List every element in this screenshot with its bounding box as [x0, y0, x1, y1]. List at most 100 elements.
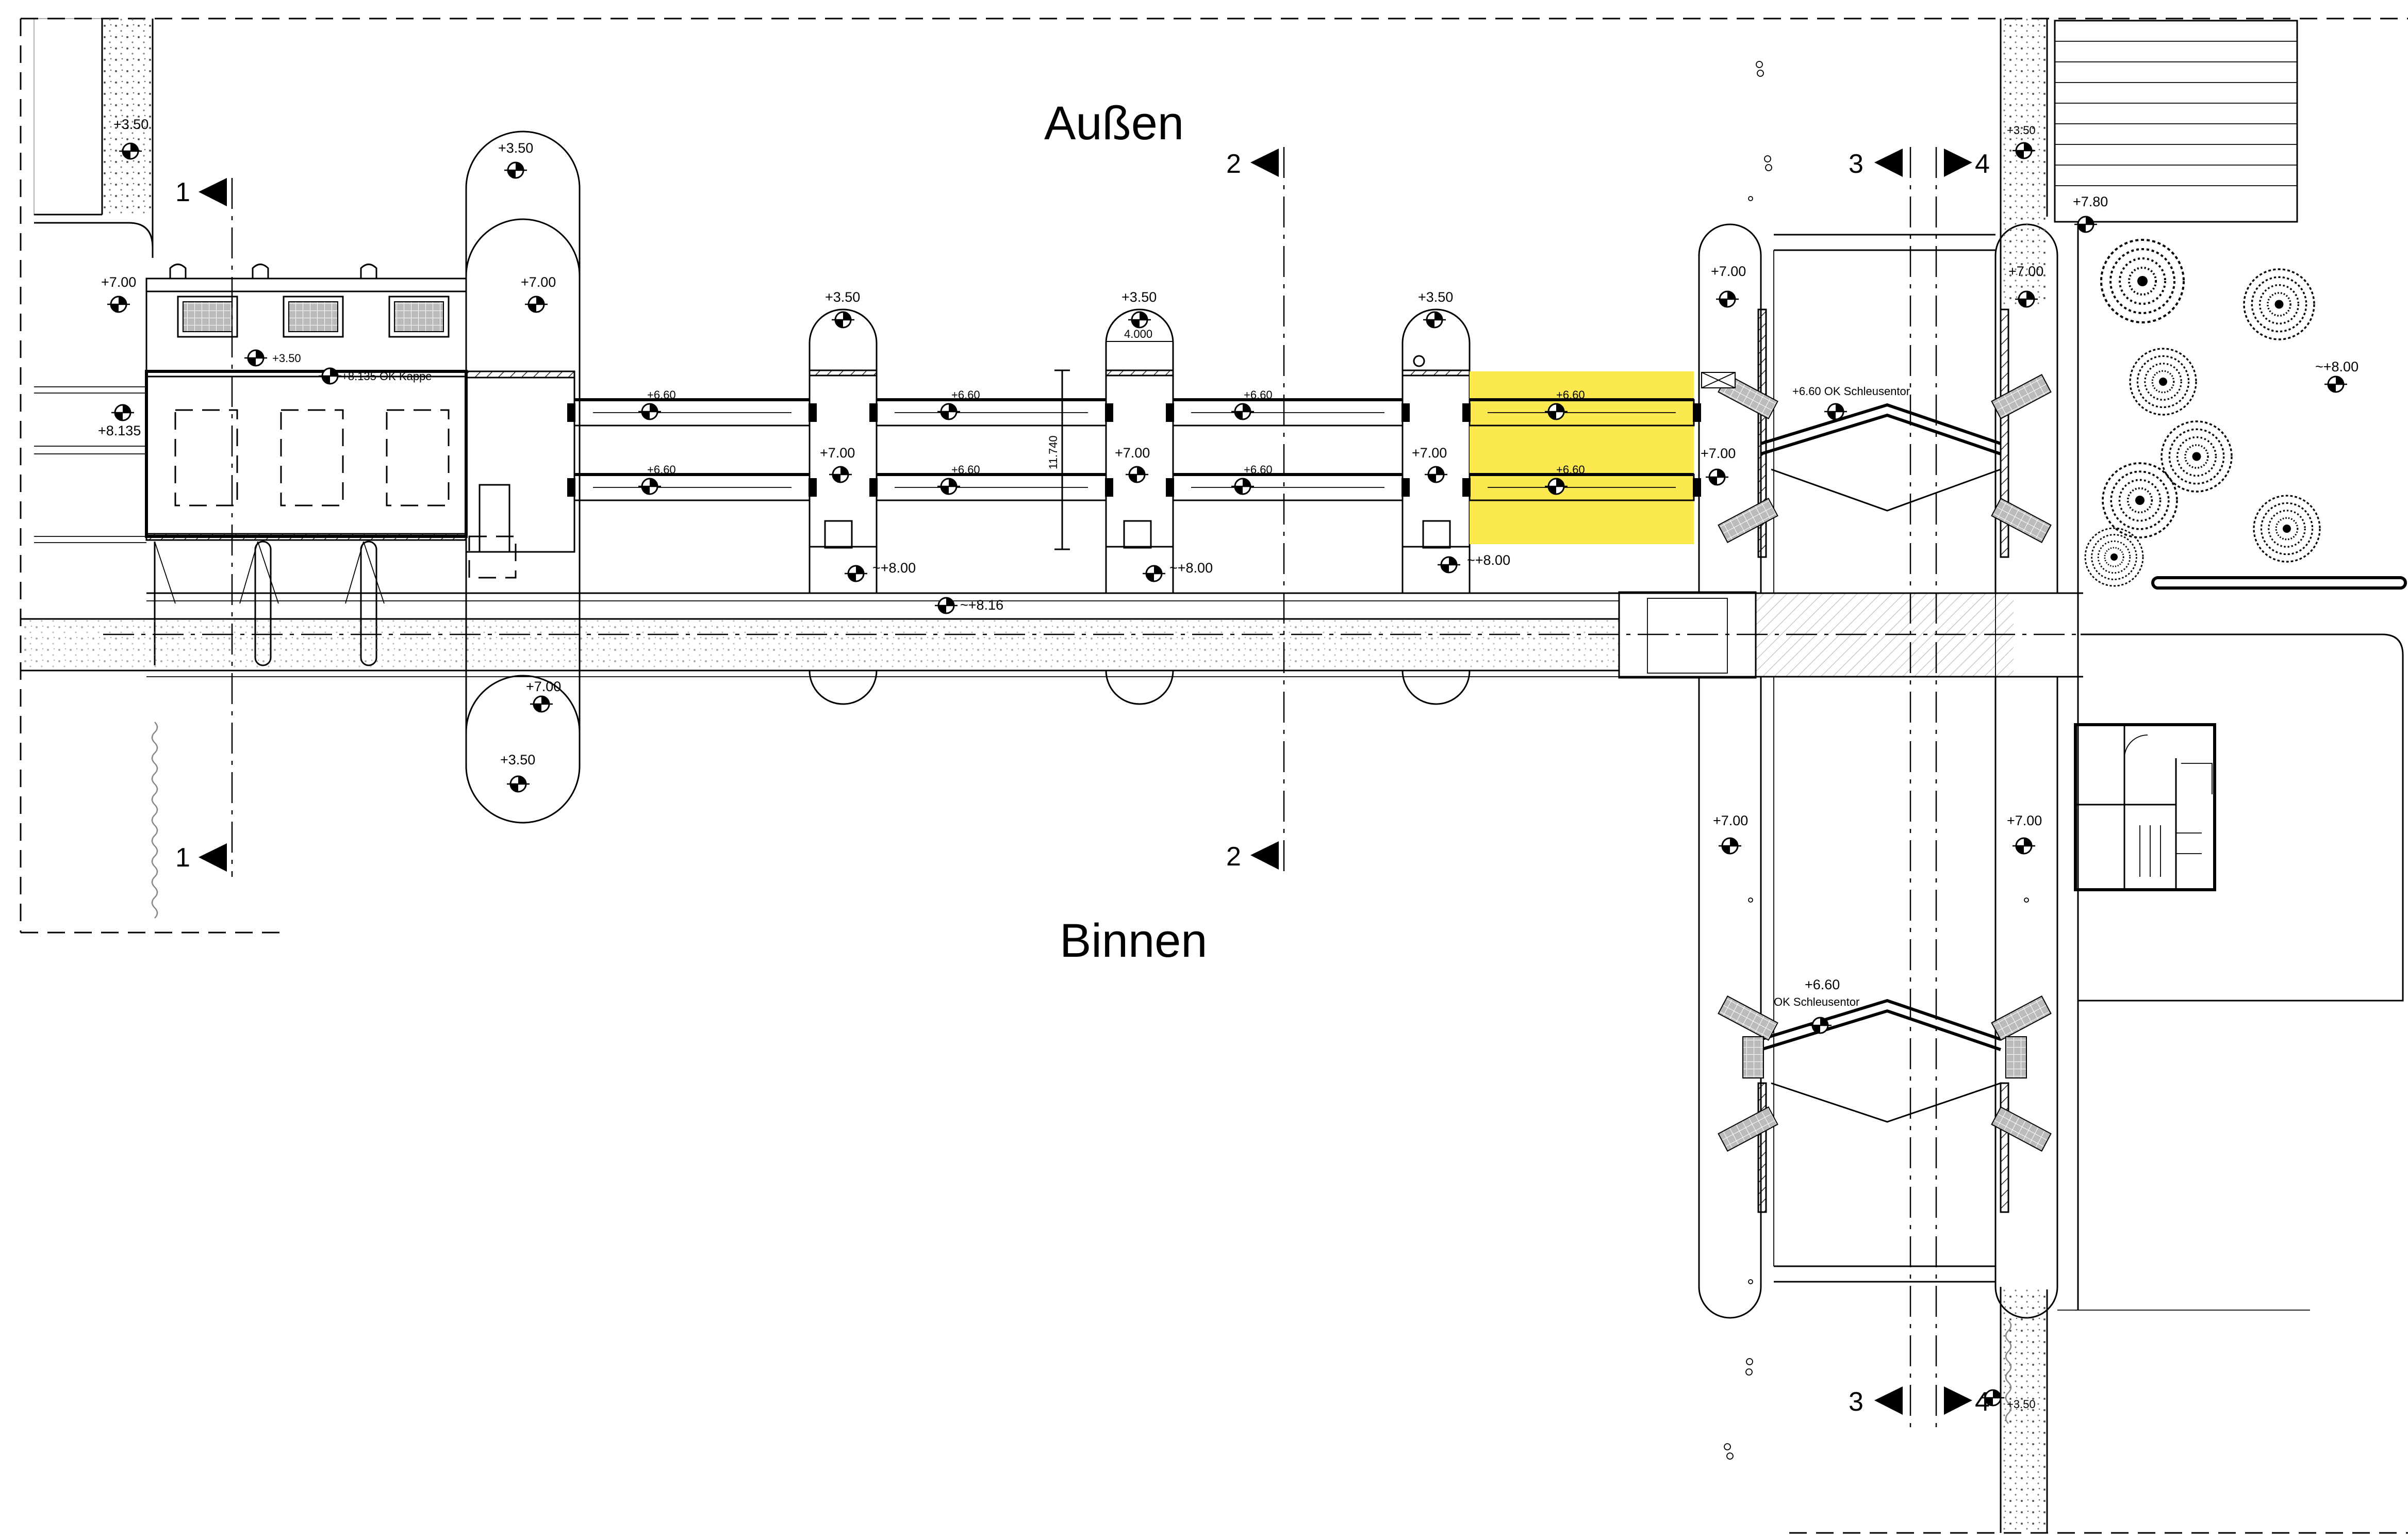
svg-text:~+8.00: ~+8.00 [2315, 359, 2358, 374]
svg-text:+6.60: +6.60 [951, 463, 980, 476]
svg-text:+7.00: +7.00 [526, 679, 561, 694]
inside-label: Binnen [1060, 914, 1207, 967]
right-building [2074, 723, 2216, 891]
svg-text:+3.50: +3.50 [1121, 289, 1157, 305]
left-quay-structure [34, 18, 575, 919]
svg-text:+6.60: +6.60 [951, 388, 980, 401]
svg-text:+7.00: +7.00 [1701, 446, 1736, 461]
level-mark: +7.00 [1711, 264, 1746, 308]
level-mark: ~+8.00 [844, 560, 916, 582]
section-marker-3-bottom: 3 [1849, 1386, 1903, 1417]
gate-bay-1 [573, 398, 811, 501]
svg-text:~+8.16: ~+8.16 [960, 597, 1003, 613]
section-cuts: 1 1 2 2 3 4 3 4 [175, 147, 1990, 1429]
svg-text:+3.50: +3.50 [498, 140, 533, 156]
level-mark: +6.60 [1230, 388, 1273, 420]
level-mark: +3.50 [500, 752, 535, 793]
level-mark: ~+8.00 [1142, 560, 1213, 582]
svg-text:+6.60: +6.60 [1244, 463, 1273, 476]
svg-text:+7.00: +7.00 [820, 445, 855, 461]
causeway-road [21, 591, 2099, 679]
bollards [1724, 61, 2029, 1460]
svg-text:+7.80: +7.80 [2073, 194, 2108, 209]
outside-label: Außen [1044, 97, 1184, 150]
section-label: 2 [1226, 149, 1241, 179]
level-mark: +7.00 [2008, 264, 2043, 308]
svg-text:+7.00: +7.00 [1713, 813, 1748, 828]
gate-bays [567, 398, 1701, 501]
window-grilles [183, 301, 444, 332]
svg-text:+8.135: +8.135 [98, 423, 141, 438]
level-mark: +7.00 [820, 445, 855, 483]
svg-text:~+8.00: ~+8.00 [1169, 560, 1213, 576]
level-mark: +3.50 [825, 289, 860, 329]
level-mark: +6.60 [1544, 463, 1585, 495]
svg-text:+8.135 OK Kappe: +8.135 OK Kappe [341, 370, 432, 383]
section-label: 1 [175, 177, 190, 207]
level-mark: +6.60 OK Schleusentor [1774, 977, 1859, 1034]
section-label: 4 [1975, 149, 1990, 179]
level-mark: +7.00 [1701, 446, 1736, 486]
lock-gate-leaves [1701, 372, 2052, 1152]
level-mark: +7.00 [1115, 445, 1150, 483]
level-mark: +7.00 [526, 679, 561, 713]
level-mark: +7.00 [1713, 813, 1748, 855]
section-marker-3-top: 3 [1849, 149, 1903, 179]
level-mark: +6.60 [936, 388, 980, 420]
svg-text:+3.50: +3.50 [825, 289, 860, 305]
svg-text:+3.50: +3.50 [113, 117, 149, 132]
pier-2 [809, 308, 878, 705]
gate-bearings [567, 403, 1701, 497]
pier-4 [1401, 308, 1471, 705]
chamber-dimension: 11.740 [1047, 369, 1070, 550]
svg-text:+7.00: +7.00 [1711, 264, 1746, 279]
svg-text:+6.60: +6.60 [1556, 463, 1585, 476]
svg-text:OK Schleusentor: OK Schleusentor [1774, 995, 1859, 1008]
level-mark: +8.135 [98, 404, 141, 438]
svg-text:+3.50: +3.50 [1418, 289, 1453, 305]
level-mark: +6.60 [1230, 463, 1273, 495]
right-field [2054, 20, 2407, 1311]
level-mark: +7.00 [521, 274, 556, 313]
level-mark: +7.00 [101, 274, 136, 313]
section-marker-1-bottom: 1 [175, 843, 227, 873]
svg-text:+7.00: +7.00 [2008, 264, 2043, 279]
level-mark: ~+8.00 [1437, 552, 1510, 574]
gate-bay-2 [876, 398, 1107, 501]
svg-text:+3.50: +3.50 [500, 752, 535, 767]
level-mark: +6.60 [1544, 388, 1585, 420]
svg-text:+3.50: +3.50 [272, 352, 301, 365]
level-markers: +3.50 +7.00 +8.135 +3.50 +8.135 OK Kappe… [98, 117, 2358, 1411]
level-mark: +3.50 [1418, 289, 1453, 329]
svg-text:+7.00: +7.00 [2007, 813, 2042, 828]
section-marker-1-top: 1 [175, 177, 227, 207]
svg-text:+6.60: +6.60 [1244, 388, 1273, 401]
level-mark: ~+8.00 [2315, 359, 2358, 393]
level-mark: +6.60 [936, 463, 980, 495]
svg-text:+7.00: +7.00 [521, 274, 556, 290]
level-mark: ~+8.16 [934, 597, 1003, 614]
section-marker-2-top: 2 [1226, 149, 1279, 179]
section-marker-4-bottom: 4 [1944, 1386, 1990, 1417]
site-boundary [20, 18, 2408, 1534]
svg-text:~+8.00: ~+8.00 [872, 560, 916, 576]
svg-text:~+8.00: ~+8.00 [1467, 552, 1510, 568]
level-mark: +3.50 [113, 117, 149, 160]
level-mark: +6.60 [637, 463, 676, 495]
level-mark: +6.60 OK Schleusentor [1792, 385, 1910, 420]
section-marker-2-bottom: 2 [1226, 841, 1279, 872]
section-marker-4-top: 4 [1944, 149, 1990, 179]
right-wall [2000, 19, 2048, 1533]
level-mark: +7.00 [1412, 445, 1448, 483]
level-mark: +3.50 [2007, 124, 2036, 159]
svg-text:+6.60: +6.60 [647, 463, 676, 476]
dimension-label-gate: 4.000 [1124, 328, 1152, 340]
level-mark: +3.50 [1121, 289, 1157, 329]
svg-text:+3.50: +3.50 [2007, 1398, 2036, 1411]
svg-text:+3.50: +3.50 [2007, 124, 2036, 137]
svg-text:+6.60: +6.60 [647, 388, 676, 401]
gate-width-dimension: 4.000 [1106, 328, 1173, 342]
level-mark: +3.50 [243, 349, 301, 367]
level-mark: +7.80 [2073, 194, 2108, 233]
